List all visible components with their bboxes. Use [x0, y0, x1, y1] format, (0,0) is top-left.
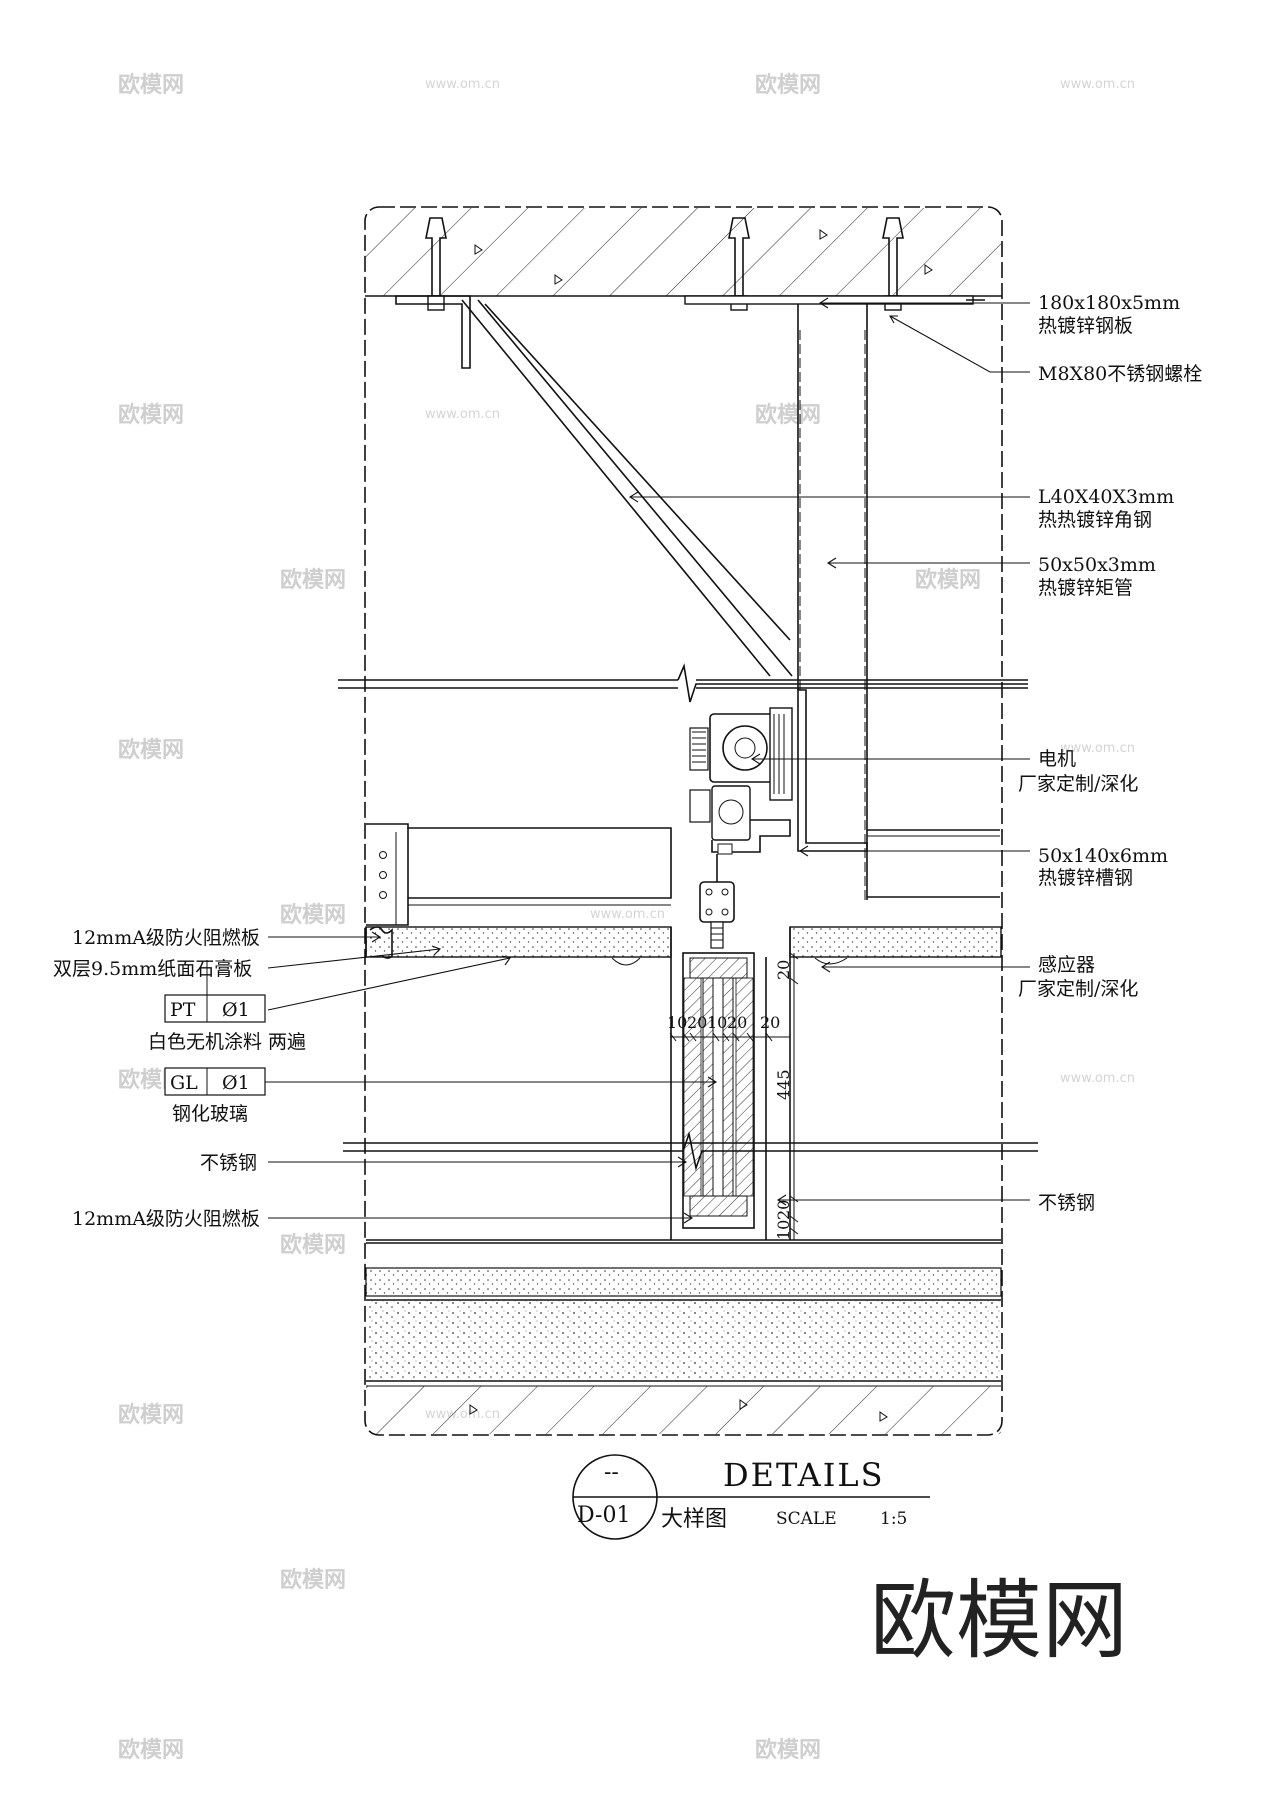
dim-right-bottom-2: 10 [774, 1220, 793, 1240]
square-tube [797, 304, 868, 900]
dim-right-bottom-1: 20 [774, 1200, 793, 1220]
label-fireboard-top: 12mmA级防火阻燃板 [72, 927, 260, 949]
watermark-logo: 欧模网 [915, 567, 981, 593]
label-motor-2: 厂家定制/深化 [1018, 773, 1138, 795]
title-code: D-01 [577, 1503, 630, 1528]
label-square-tube-1: 50x50x3mm [1038, 554, 1156, 576]
label-sensor-1: 感应器 [1038, 954, 1095, 976]
watermark-logo: 欧模网 [755, 1737, 821, 1763]
watermark-url: www.om.cn [1060, 741, 1135, 756]
break-line [338, 663, 1028, 703]
watermark-logo: 欧模网 [280, 567, 346, 593]
watermark-logo: 欧模网 [280, 1232, 346, 1258]
right-labels: 180x180x5mm 热镀锌钢板 M8X80不锈钢螺栓 L40X40X3mm … [628, 292, 1202, 1214]
title-scale-value: 1:5 [880, 1509, 907, 1529]
floor-layers [365, 1239, 1002, 1434]
label-channel-steel-2: 热镀锌槽钢 [1038, 867, 1133, 889]
door-carriage [699, 854, 735, 949]
title-scale-label: SCALE [776, 1509, 837, 1529]
tag-pt-caption: 白色无机涂料 两遍 [148, 1031, 306, 1053]
tag-gl-caption: 钢化玻璃 [172, 1103, 248, 1125]
watermark-logo: 欧模网 [118, 72, 184, 98]
tag-pt-num: Ø1 [222, 999, 250, 1021]
dim-top-2: 20 [687, 1013, 707, 1032]
watermark-layer: 欧模网 www.om.cn 欧模网 www.om.cn 欧模网 www.om.c… [118, 72, 1135, 1763]
brand-watermark: 欧模网 [870, 1571, 1128, 1671]
watermark-logo: 欧模网 [280, 902, 346, 928]
label-motor-1: 电机 [1038, 748, 1076, 770]
dim-top-4: 20 [727, 1013, 747, 1032]
watermark-logo: 欧模网 [280, 1567, 346, 1593]
label-angle-steel-1: L40X40X3mm [1038, 486, 1174, 508]
label-steel-plate-1: 180x180x5mm [1038, 292, 1180, 314]
ceiling-slab [365, 208, 1002, 297]
channel-steel [797, 689, 1000, 898]
dim-top-3: 10 [707, 1013, 727, 1032]
watermark-logo: 欧模网 [118, 1737, 184, 1763]
label-steel-plate-2: 热镀锌钢板 [1038, 315, 1133, 337]
detail-boundary [364, 206, 1003, 1436]
label-sensor-2: 厂家定制/深化 [1018, 978, 1138, 1000]
title-circle-top: -- [604, 1460, 619, 1485]
watermark-logo: 欧模网 [118, 737, 184, 763]
dim-top-1: 10 [667, 1013, 687, 1032]
angle-steel-brace [395, 295, 793, 677]
title-subtitle: 大样图 [661, 1507, 727, 1532]
tag-pt: PT Ø1 白色无机涂料 两遍 [148, 960, 306, 1053]
label-stainless-right: 不锈钢 [1038, 1192, 1095, 1214]
watermark-url: www.om.cn [425, 77, 500, 92]
watermark-url: www.om.cn [590, 907, 665, 922]
bulkhead-beam [366, 823, 672, 926]
watermark-logo: 欧模网 [755, 72, 821, 98]
tag-gl: GL Ø1 钢化玻璃 [164, 1067, 718, 1125]
label-angle-steel-2: 热热镀锌角钢 [1038, 509, 1152, 531]
title-block: -- D-01 DETAILS 大样图 SCALE 1:5 [572, 1454, 930, 1540]
label-stainless-left: 不锈钢 [200, 1152, 257, 1174]
watermark-logo: 欧模网 [118, 402, 184, 428]
label-square-tube-2: 热镀锌矩管 [1038, 577, 1133, 599]
watermark-url: www.om.cn [1060, 77, 1135, 92]
label-gypsum: 双层9.5mm纸面石膏板 [53, 957, 252, 980]
break-line-lower [343, 1131, 1038, 1171]
dim-right-mid: 445 [774, 1069, 793, 1100]
motor-unit [689, 707, 793, 855]
dim-right-top: 20 [774, 960, 793, 980]
watermark-url: www.om.cn [425, 407, 500, 422]
label-fireboard-bottom: 12mmA级防火阻燃板 [72, 1208, 260, 1230]
label-bolt: M8X80不锈钢螺栓 [1038, 363, 1202, 385]
title-main: DETAILS [723, 1456, 885, 1494]
dim-top-5: 20 [760, 1013, 780, 1032]
left-labels: 12mmA级防火阻燃板 双层9.5mm纸面石膏板 不锈钢 12mmA级防火阻燃板 [53, 927, 694, 1230]
tag-gl-num: Ø1 [222, 1072, 250, 1094]
tag-gl-code: GL [170, 1072, 198, 1094]
dimensions: 10 20 10 20 20 20 445 20 10 [667, 952, 799, 1240]
glass-door [670, 952, 791, 1240]
watermark-url: www.om.cn [1060, 1071, 1135, 1086]
label-channel-steel-1: 50x140x6mm [1038, 845, 1168, 867]
watermark-logo: 欧模网 [755, 402, 821, 428]
watermark-logo: 欧模网 [118, 1402, 184, 1428]
tag-pt-code: PT [170, 999, 196, 1021]
